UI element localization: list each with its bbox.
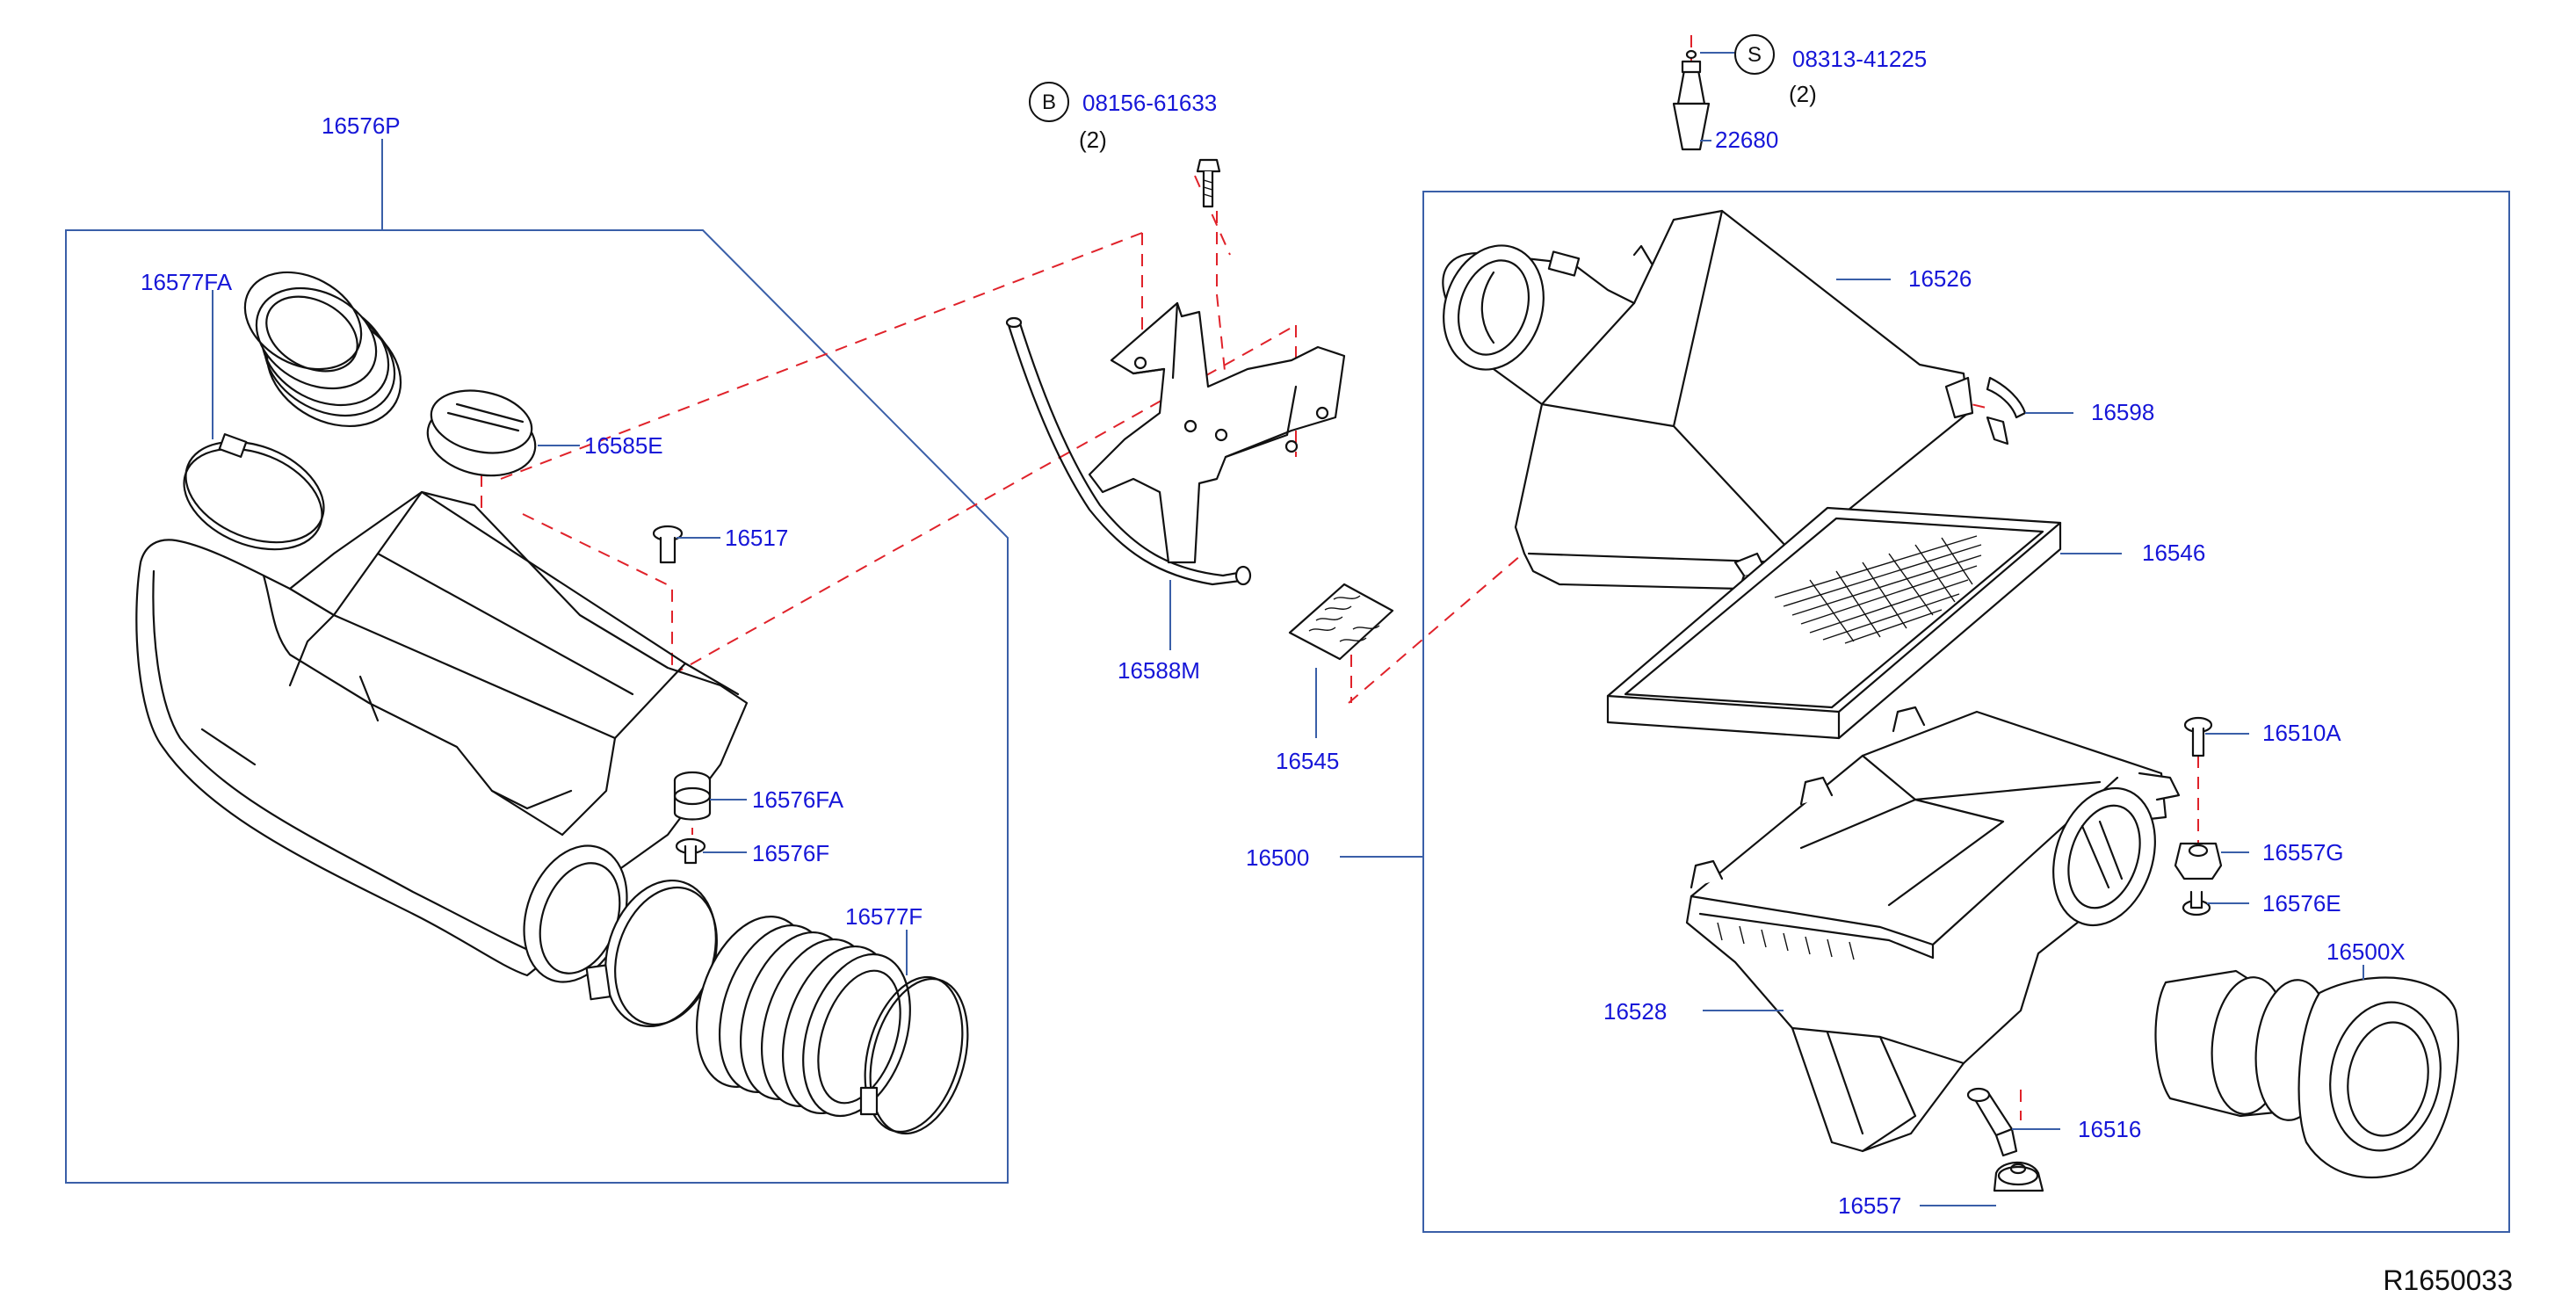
label-22680[interactable]: 22680: [1715, 127, 1778, 153]
label-08156-61633[interactable]: 08156-61633: [1082, 90, 1217, 116]
sensor-22680-drawing: [1672, 49, 1711, 151]
screw-16510A-drawing: [2183, 716, 2213, 757]
resonator-duct-drawing: [135, 490, 749, 983]
label-16557G[interactable]: 16557G: [2262, 839, 2344, 866]
grommet-16557G-drawing: [2174, 842, 2223, 880]
label-16588M[interactable]: 16588M: [1118, 657, 1200, 684]
screw-16517-drawing: [652, 525, 684, 564]
grommet-16557-drawing: [1993, 1161, 2044, 1192]
label-16516[interactable]: 16516: [2078, 1116, 2141, 1142]
label-16576E[interactable]: 16576E: [2262, 890, 2341, 916]
part-labels: 16576P 16577FA 16585E 16517 16576FA 1657…: [141, 112, 2406, 1219]
clamp-16577F-drawing: [859, 975, 969, 1135]
inlet-clamp-drawing: [183, 432, 325, 551]
leader-lines: [212, 52, 2364, 1206]
bellows-hose-drawing: [696, 916, 911, 1118]
bolt-16576E-drawing: [2182, 890, 2211, 916]
marker-S: S 08313-41225 (2): [1734, 34, 1927, 107]
lower-clamp-ring-drawing: [585, 879, 718, 1028]
label-16598[interactable]: 16598: [2091, 399, 2154, 425]
bolt-B-drawing: [1196, 158, 1221, 208]
bolt-16576F-drawing: [675, 837, 706, 865]
grommet-16576FA-drawing: [673, 771, 712, 821]
label-16576F[interactable]: 16576F: [752, 840, 829, 866]
label-16545[interactable]: 16545: [1276, 748, 1339, 774]
left-assembly-frame: [65, 229, 1009, 1184]
pad-16545-drawing: [1288, 583, 1394, 661]
right-assembly-frame: [1422, 191, 2510, 1233]
bracket-16588M-drawing: [1005, 301, 1346, 586]
marker-B: B 08156-61633 (2): [1029, 82, 1217, 153]
diagram-code: R1650033: [2383, 1264, 2513, 1296]
label-16557[interactable]: 16557: [1838, 1192, 1901, 1219]
label-16526[interactable]: 16526: [1908, 265, 1972, 292]
label-08313-41225[interactable]: 08313-41225: [1792, 46, 1927, 72]
label-16517[interactable]: 16517: [725, 525, 788, 551]
marker-B-letter: B: [1042, 91, 1056, 114]
case-16528-drawing: [1685, 706, 2181, 1153]
qty-S: (2): [1789, 81, 1817, 107]
label-16500[interactable]: 16500: [1246, 844, 1309, 871]
filter-16546-drawing: [1606, 506, 2062, 740]
duct-16500X-drawing: [2154, 969, 2460, 1179]
label-16585E[interactable]: 16585E: [584, 432, 663, 459]
label-16577FA[interactable]: 16577FA: [141, 269, 233, 295]
inlet-hose-drawing: [243, 271, 402, 428]
pin-16516-drawing: [1966, 1087, 2018, 1157]
marker-S-letter: S: [1747, 43, 1762, 67]
qty-B: (2): [1079, 127, 1107, 153]
cap-drawing: [426, 389, 537, 477]
label-16528[interactable]: 16528: [1603, 998, 1667, 1025]
label-16510A[interactable]: 16510A: [2262, 720, 2341, 746]
cover-16526-drawing: [1442, 209, 1974, 590]
label-16576FA[interactable]: 16576FA: [752, 786, 844, 813]
label-16577F[interactable]: 16577F: [845, 903, 923, 930]
label-16546[interactable]: 16546: [2142, 540, 2205, 566]
clip-16598-drawing: [1986, 376, 2027, 446]
label-16576P[interactable]: 16576P: [322, 112, 401, 139]
label-16500X[interactable]: 16500X: [2326, 938, 2406, 965]
